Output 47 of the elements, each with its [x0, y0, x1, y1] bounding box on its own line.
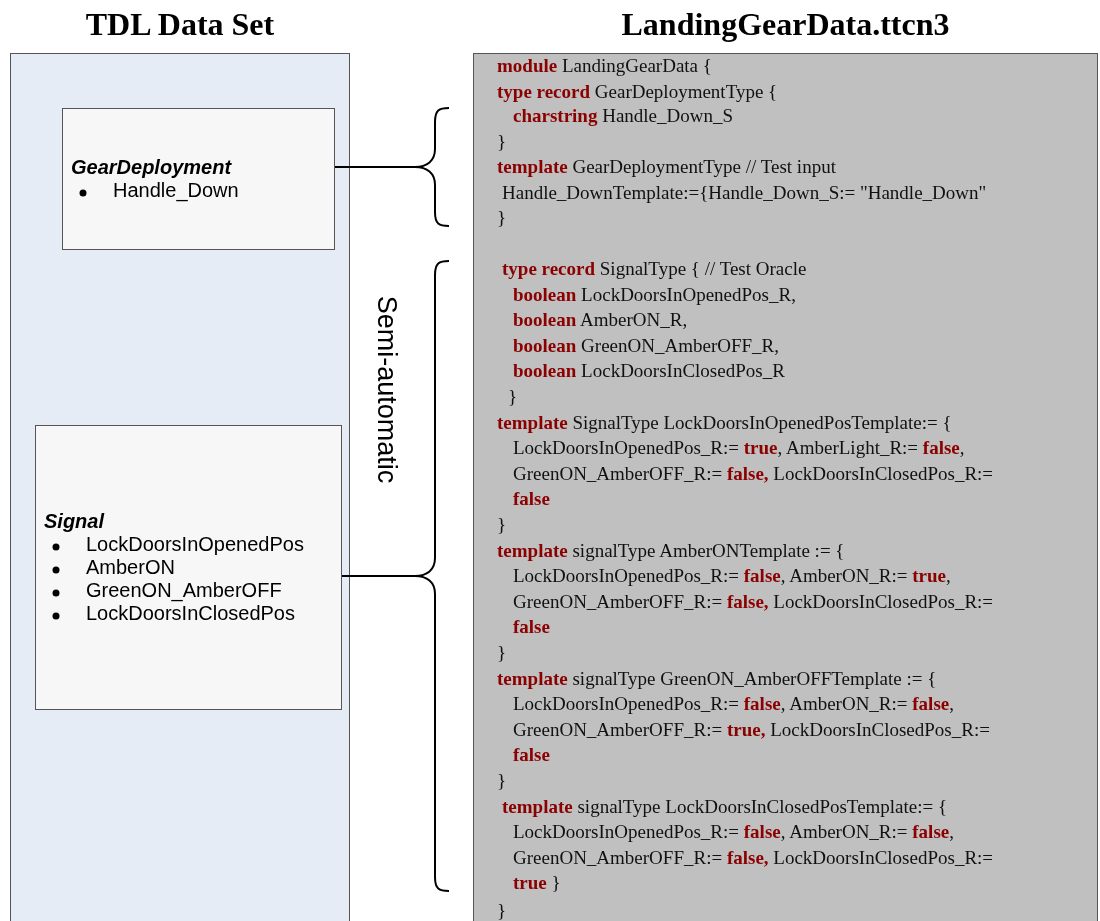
code-line: }: [508, 385, 518, 409]
class-box: [62, 108, 335, 250]
code-line: true }: [513, 871, 561, 896]
code-line: GreenON_AmberOFF_R:= false, LockDoorsInClosedPos_R:=: [513, 589, 994, 614]
code-line: false: [513, 743, 550, 768]
bullet-item: AmberON: [44, 556, 333, 579]
code-line: type record SignalType { // Test Oracle: [502, 257, 807, 281]
code-line: false: [513, 615, 550, 640]
code-line: }: [497, 899, 507, 921]
code-line: GreenON_AmberOFF_R:= true, LockDoorsInClosedPos_R:=: [513, 717, 990, 742]
code-line: GreenON_AmberOFF_R:= false, LockDoorsInClosedPos_R:=: [513, 845, 994, 870]
code-line: Handle_DownTemplate:={Handle_Down_S:= "Handle_Down": [502, 180, 987, 205]
code-line: GreenON_AmberOFF_R:= false, LockDoorsInClosedPos_R:=: [513, 461, 994, 486]
bullet-item: LockDoorsInClosedPos: [44, 602, 333, 625]
code-line: charstring Handle_Down_S: [513, 104, 734, 128]
column-heading: TDL Data Set: [85, 6, 275, 42]
code-line: template signalType AmberONTemplate := {: [497, 538, 845, 563]
code-line: LockDoorsInOpenedPos_R:= false, AmberON_R:= false,: [513, 692, 954, 717]
code-line: module LandingGearData {: [497, 54, 712, 78]
brace-connector: [341, 260, 450, 892]
code-line: boolean LockDoorsInClosedPos_R: [513, 359, 785, 384]
class-title: Signal: [44, 510, 106, 533]
code-line: false: [513, 487, 550, 512]
code-line: template SignalType LockDoorsInOpenedPosTemplate:= {: [497, 410, 952, 435]
code-line: boolean GreenON_AmberOFF_R,: [513, 333, 779, 358]
rotated-label: Semi-automatic: [370, 294, 402, 486]
bullet-item: GreenON_AmberOFF: [44, 579, 333, 602]
code-line: LockDoorsInOpenedPos_R:= false, AmberON_R:= true,: [513, 564, 951, 589]
code-line: }: [497, 513, 507, 537]
code-line: }: [497, 769, 507, 793]
code-line: LockDoorsInOpenedPos_R:= false, AmberON_R:= false,: [513, 820, 954, 845]
column-heading: LandingGearData.ttcn3: [621, 6, 950, 42]
bullet-item: Handle_Down: [71, 179, 326, 202]
bullet-item: LockDoorsInOpenedPos: [44, 533, 333, 556]
brace-connector: [334, 107, 450, 227]
code-line: }: [497, 129, 507, 154]
class-box: [35, 425, 342, 710]
code-line: template signalType GreenON_AmberOFFTemplate := {: [497, 666, 937, 691]
code-line: type record GearDeploymentType {: [497, 79, 778, 104]
code-line: template signalType LockDoorsInClosedPosTemplate:= {: [502, 794, 948, 819]
code-line: }: [497, 641, 507, 665]
code-line: }: [497, 206, 507, 231]
code-line: template GearDeploymentType // Test input: [497, 155, 836, 180]
code-line: boolean LockDoorsInOpenedPos_R,: [513, 282, 796, 307]
code-line: boolean AmberON_R,: [513, 308, 688, 333]
code-line: LockDoorsInOpenedPos_R:= true, AmberLight_R:= false,: [513, 436, 965, 461]
class-title: GearDeployment: [71, 156, 233, 179]
